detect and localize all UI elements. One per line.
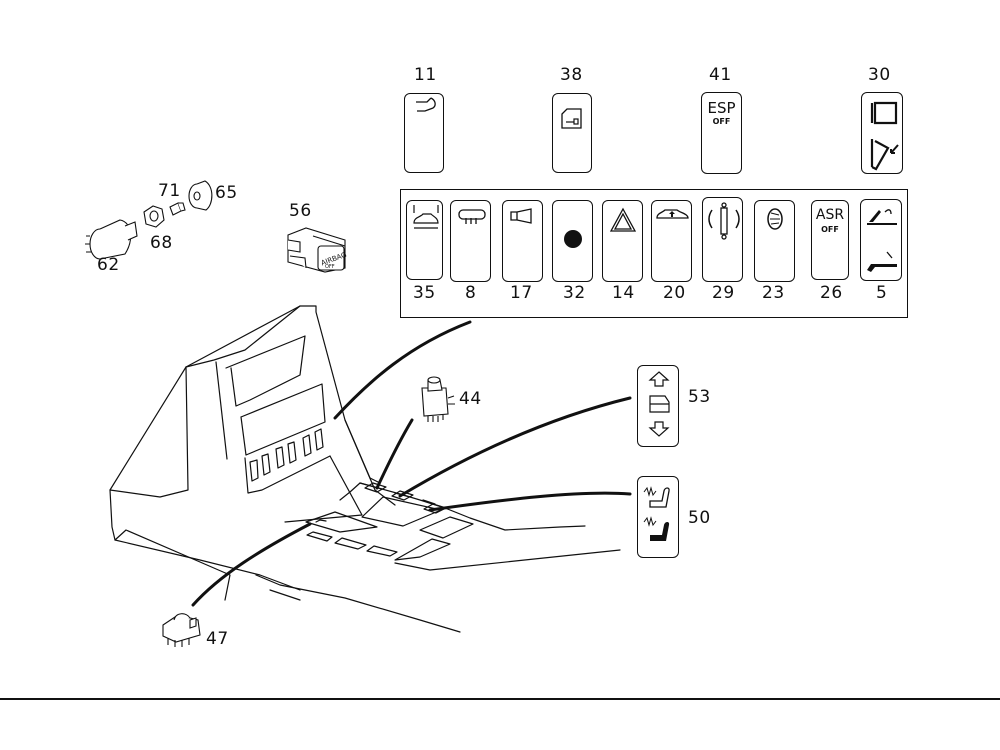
leader-line-50 bbox=[428, 491, 632, 512]
switch-53[interactable] bbox=[637, 365, 679, 447]
part-label-68[interactable]: 68 bbox=[150, 233, 173, 253]
console-front bbox=[185, 305, 301, 368]
part-label-30[interactable]: 30 bbox=[868, 65, 891, 85]
bulb-part bbox=[169, 202, 186, 216]
part-label-29[interactable]: 29 bbox=[712, 283, 735, 303]
switch-41[interactable]: ESP OFF bbox=[701, 92, 742, 174]
mirror-fold-icon bbox=[870, 101, 899, 171]
svg-text:OFF: OFF bbox=[325, 264, 335, 270]
knob-part bbox=[188, 180, 213, 211]
esp-label: ESP bbox=[707, 99, 736, 117]
part-label-62[interactable]: 62 bbox=[97, 255, 120, 275]
asr-label: ASR bbox=[815, 207, 845, 223]
switch-29[interactable] bbox=[702, 197, 743, 282]
window-switch-part bbox=[162, 613, 201, 647]
part-label-53[interactable]: 53 bbox=[688, 387, 711, 407]
part-label-32[interactable]: 32 bbox=[563, 283, 586, 303]
switch-5[interactable] bbox=[860, 199, 902, 281]
leader-line-53 bbox=[398, 396, 632, 498]
esp-off-label: OFF bbox=[712, 117, 731, 126]
part-label-5[interactable]: 5 bbox=[876, 283, 888, 303]
nut-part bbox=[143, 205, 165, 228]
hazard-warning-icon bbox=[609, 207, 637, 232]
window-up-down-icon bbox=[648, 371, 670, 437]
rear-defrost-icon bbox=[458, 209, 486, 224]
part-label-17[interactable]: 17 bbox=[510, 283, 533, 303]
part-label-71[interactable]: 71 bbox=[158, 181, 181, 201]
parking-brake-icon bbox=[867, 209, 897, 272]
airbag-off-indicator-part: AIRBAG OFF bbox=[287, 227, 348, 273]
switch-17[interactable] bbox=[502, 200, 543, 282]
leader-line-44 bbox=[375, 418, 414, 490]
switch-module-part bbox=[421, 376, 455, 422]
switch-38[interactable] bbox=[552, 93, 592, 173]
part-label-41[interactable]: 41 bbox=[709, 65, 732, 85]
switch-32[interactable] bbox=[552, 200, 593, 282]
part-label-44[interactable]: 44 bbox=[459, 389, 482, 409]
interior-protection-icon bbox=[656, 209, 689, 219]
part-label-47[interactable]: 47 bbox=[206, 629, 229, 649]
part-label-23[interactable]: 23 bbox=[762, 283, 785, 303]
footer-divider bbox=[0, 698, 1000, 700]
switch-26[interactable]: ASR OFF bbox=[811, 200, 849, 280]
suspension-icon bbox=[708, 202, 740, 240]
switch-20[interactable] bbox=[651, 200, 692, 282]
part-label-26[interactable]: 26 bbox=[820, 283, 843, 303]
switch-50[interactable] bbox=[637, 476, 679, 558]
seat-heater-icon bbox=[643, 486, 670, 541]
leader-line-47 bbox=[191, 522, 312, 607]
part-label-65[interactable]: 65 bbox=[215, 183, 238, 203]
leader-line-panel bbox=[333, 320, 472, 420]
asr-off-label: OFF bbox=[821, 225, 839, 234]
switch-35[interactable] bbox=[406, 200, 443, 280]
part-label-56[interactable]: 56 bbox=[289, 201, 312, 221]
part-label-20[interactable]: 20 bbox=[663, 283, 686, 303]
tire-icon bbox=[767, 208, 783, 230]
door-lock-icon bbox=[561, 108, 582, 129]
part-label-8[interactable]: 8 bbox=[465, 283, 477, 303]
dot-icon bbox=[564, 230, 582, 248]
part-label-35[interactable]: 35 bbox=[413, 283, 436, 303]
horn-icon bbox=[510, 208, 532, 224]
switch-23[interactable] bbox=[754, 200, 795, 282]
part-label-38[interactable]: 38 bbox=[560, 65, 583, 85]
switch-8[interactable] bbox=[450, 200, 491, 282]
part-label-14[interactable]: 14 bbox=[612, 283, 635, 303]
switch-14[interactable] bbox=[602, 200, 643, 282]
rotary-switch-part bbox=[85, 219, 138, 260]
switch-11[interactable] bbox=[404, 93, 444, 173]
trunk-lid-icon bbox=[416, 97, 436, 112]
part-label-11[interactable]: 11 bbox=[414, 65, 437, 85]
level-control-icon bbox=[413, 205, 439, 229]
switch-30[interactable] bbox=[861, 92, 903, 174]
part-label-50[interactable]: 50 bbox=[688, 508, 711, 528]
switch-panel bbox=[400, 189, 908, 318]
